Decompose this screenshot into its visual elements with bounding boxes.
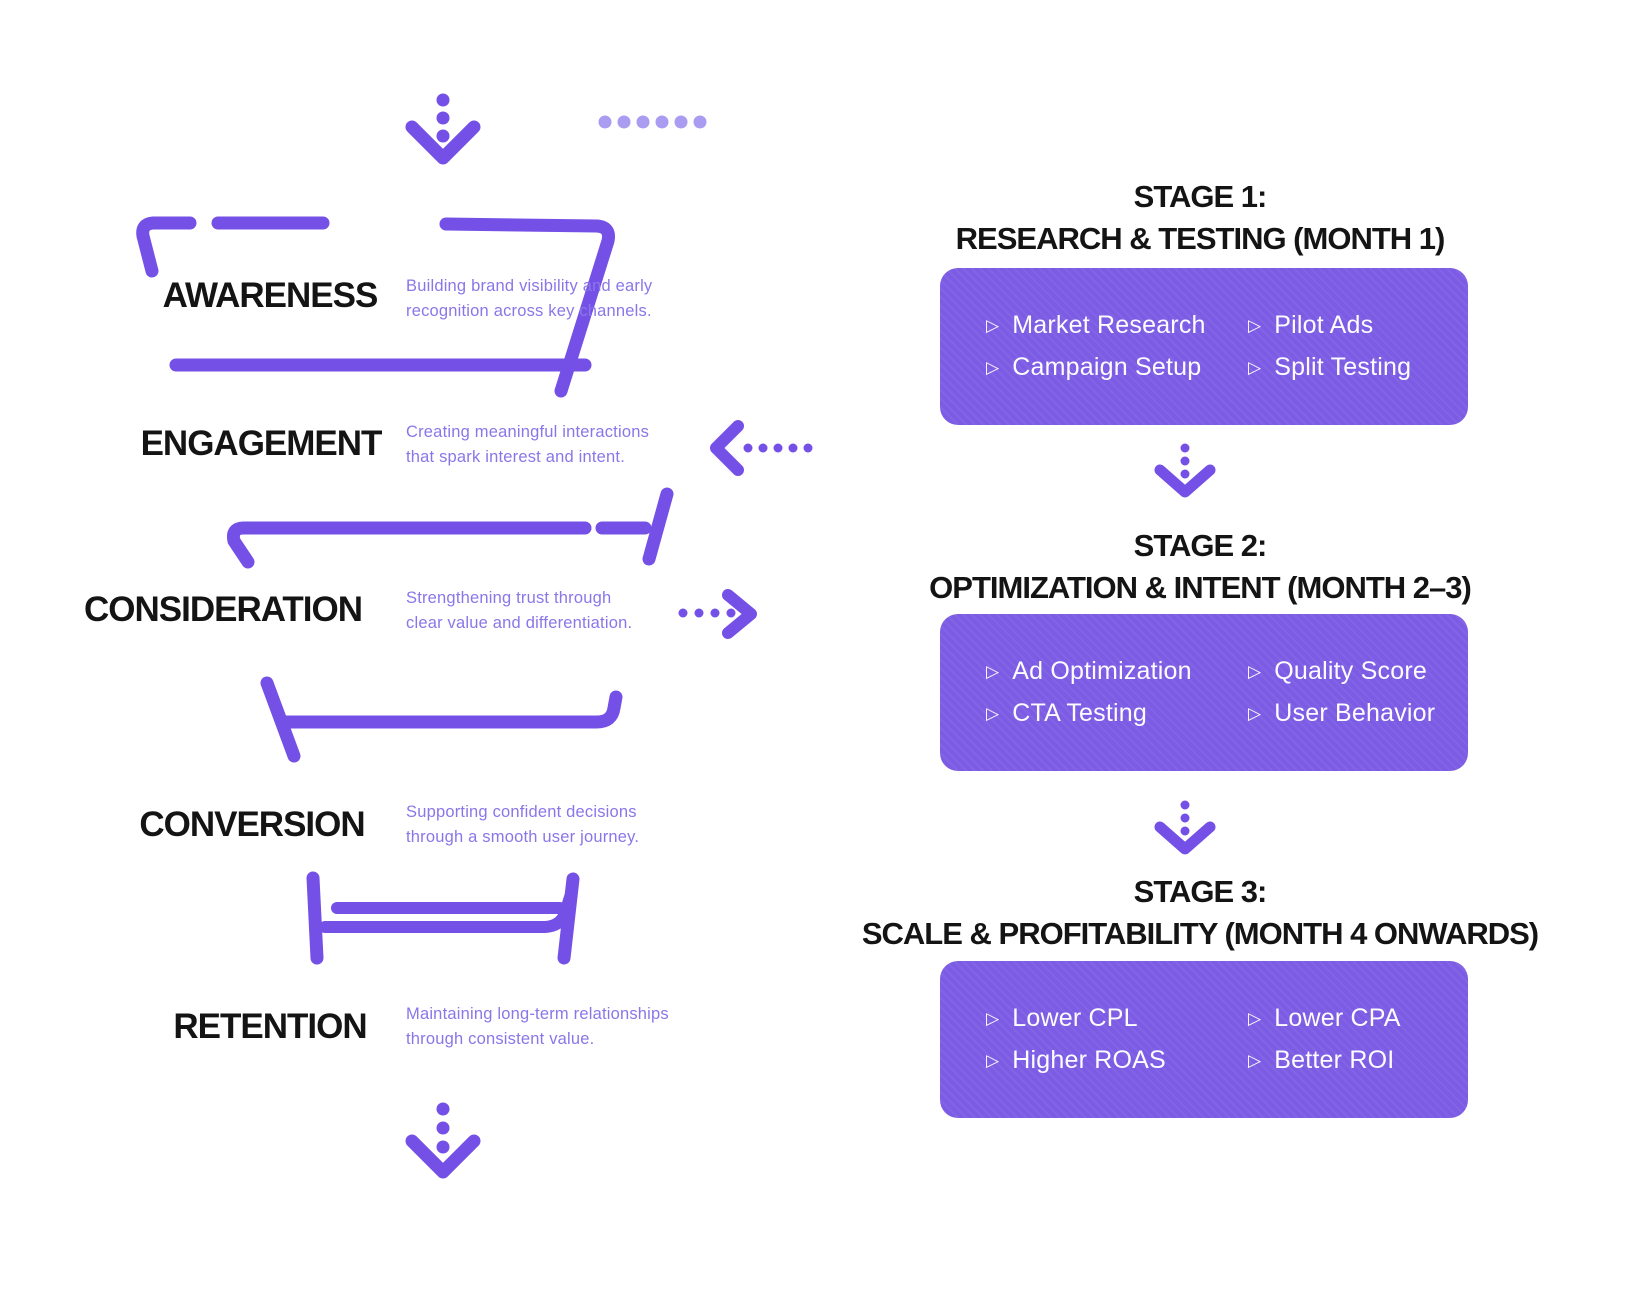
stage-title-line: RESEARCH & TESTING (MONTH 1): [955, 221, 1446, 256]
stage-2-heading: STAGE 2: OPTIMIZATION & INTENT (MONTH 2–…: [760, 525, 1640, 609]
desc-line: that spark interest and intent.: [406, 448, 625, 466]
desc-line: Strengthening trust through: [406, 589, 612, 607]
stage-title-line: STAGE 3:: [1133, 874, 1268, 909]
stage-connector-arrow-icon: [1154, 443, 1216, 498]
stage-box-column: ▷ Ad Optimization ▷ CTA Testing: [986, 657, 1248, 728]
stage-item: ▷ User Behavior: [1248, 699, 1468, 728]
desc-line: Building brand visibility and early: [406, 277, 653, 295]
triangle-bullet-icon: ▷: [986, 1009, 1000, 1029]
stage-box-column: ▷ Lower CPA ▷ Better ROI: [1248, 1004, 1468, 1075]
desc-line: Maintaining long-term relationships: [406, 1005, 669, 1023]
down-arrow-icon: [405, 1102, 481, 1179]
stage-item: ▷ Better ROI: [1248, 1046, 1468, 1075]
desc-line: Supporting confident decisions: [406, 803, 637, 821]
funnel-tier-2: [227, 487, 674, 569]
funnel-neck: [306, 871, 580, 965]
stage-item: ▷ Ad Optimization: [986, 657, 1248, 686]
triangle-bullet-icon: ▷: [1248, 1009, 1262, 1029]
stage-title-line: STAGE 2:: [1133, 528, 1268, 563]
funnel-stage-label-conversion: CONVERSION: [139, 805, 365, 844]
stage-title-line: OPTIMIZATION & INTENT (MONTH 2–3): [929, 570, 1472, 605]
stage-item: ▷ Split Testing: [1248, 353, 1468, 382]
desc-line: clear value and differentiation.: [406, 614, 633, 632]
stage-box-column: ▷ Quality Score ▷ User Behavior: [1248, 657, 1468, 728]
stage-item-label: Quality Score: [1274, 657, 1427, 685]
stage-box-column: ▷ Pilot Ads ▷ Split Testing: [1248, 311, 1468, 382]
stage-3-heading: STAGE 3: SCALE & PROFITABILITY (MONTH 4 …: [760, 871, 1640, 955]
triangle-bullet-icon: ▷: [1248, 662, 1262, 682]
funnel-stage-desc-retention: Maintaining long-term relationships thro…: [406, 1002, 669, 1052]
dotted-right-arrow-icon: [678, 589, 757, 639]
triangle-bullet-icon: ▷: [1248, 704, 1262, 724]
funnel-stage-label-engagement: ENGAGEMENT: [140, 424, 383, 463]
funnel-stage-label-consideration: CONSIDERATION: [83, 590, 363, 629]
stage-item-label: Ad Optimization: [1012, 657, 1192, 685]
triangle-bullet-icon: ▷: [986, 358, 1000, 378]
stage-item-label: User Behavior: [1274, 699, 1436, 727]
dotted-left-arrow-icon: [710, 420, 813, 476]
desc-line: recognition across key channels.: [406, 302, 652, 320]
stage-item: ▷ Quality Score: [1248, 657, 1468, 686]
desc-line: through consistent value.: [406, 1030, 595, 1048]
stage-item-label: CTA Testing: [1012, 699, 1147, 727]
stage-item: ▷ Higher ROAS: [986, 1046, 1248, 1075]
funnel-stage-desc-awareness: Building brand visibility and early reco…: [406, 274, 652, 324]
funnel-tier-1: [136, 216, 615, 398]
triangle-bullet-icon: ▷: [986, 662, 1000, 682]
stage-item: ▷ Lower CPA: [1248, 1004, 1468, 1033]
stage-item: ▷ Campaign Setup: [986, 353, 1248, 382]
stage-item-label: Higher ROAS: [1012, 1046, 1166, 1074]
stage-item: ▷ CTA Testing: [986, 699, 1248, 728]
stage-item: ▷ Pilot Ads: [1248, 311, 1468, 340]
stage-item-label: Market Research: [1012, 311, 1206, 339]
triangle-bullet-icon: ▷: [986, 704, 1000, 724]
stage-2-box: ▷ Ad Optimization ▷ CTA Testing ▷ Qualit…: [940, 614, 1468, 771]
triangle-bullet-icon: ▷: [986, 1051, 1000, 1071]
stage-item: ▷ Market Research: [986, 311, 1248, 340]
stage-item-label: Pilot Ads: [1274, 311, 1374, 339]
triangle-bullet-icon: ▷: [1248, 358, 1262, 378]
funnel-stage-desc-conversion: Supporting confident decisions through a…: [406, 800, 639, 850]
stage-item-label: Split Testing: [1274, 353, 1412, 381]
down-arrow-icon: [405, 93, 481, 165]
desc-line: Creating meaningful interactions: [406, 423, 650, 441]
stage-item-label: Campaign Setup: [1012, 353, 1202, 381]
stage-item: ▷ Lower CPL: [986, 1004, 1248, 1033]
desc-line: through a smooth user journey.: [406, 828, 640, 846]
stage-item-label: Better ROI: [1274, 1046, 1395, 1074]
triangle-bullet-icon: ▷: [986, 316, 1000, 336]
funnel-stage-label-retention: RETENTION: [173, 1007, 367, 1046]
triangle-bullet-icon: ▷: [1248, 316, 1262, 336]
stage-1-heading: STAGE 1: RESEARCH & TESTING (MONTH 1): [760, 176, 1640, 260]
stage-3-box: ▷ Lower CPL ▷ Higher ROAS ▷ Lower CPA ▷ …: [940, 961, 1468, 1118]
stage-item-label: Lower CPA: [1274, 1004, 1401, 1032]
stage-box-column: ▷ Market Research ▷ Campaign Setup: [986, 311, 1248, 382]
stage-item-label: Lower CPL: [1012, 1004, 1138, 1032]
funnel-stage-desc-consideration: Strengthening trust through clear value …: [406, 586, 632, 636]
funnel-stage-desc-engagement: Creating meaningful interactions that sp…: [406, 420, 649, 470]
funnel-tier-3: [260, 676, 623, 763]
stage-connector-arrow-icon: [1154, 800, 1216, 855]
stage-title-line: SCALE & PROFITABILITY (MONTH 4 ONWARDS): [861, 916, 1539, 951]
stage-1-box: ▷ Market Research ▷ Campaign Setup ▷ Pil…: [940, 268, 1468, 425]
funnel-stage-label-awareness: AWARENESS: [162, 276, 379, 315]
stage-box-column: ▷ Lower CPL ▷ Higher ROAS: [986, 1004, 1248, 1075]
stage-title-line: STAGE 1:: [1133, 179, 1268, 214]
triangle-bullet-icon: ▷: [1248, 1051, 1262, 1071]
dotted-row-icon: [598, 115, 707, 129]
